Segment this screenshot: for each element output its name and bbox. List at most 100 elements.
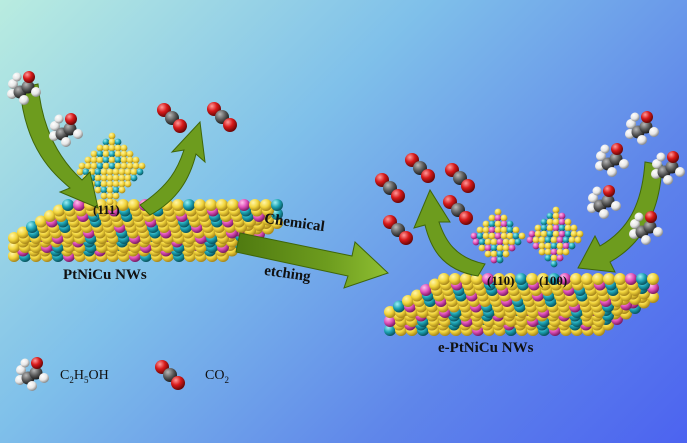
facet-atom	[533, 243, 540, 250]
facet-atom	[95, 181, 102, 188]
facet-atom	[497, 245, 504, 252]
facet-atom	[119, 187, 126, 194]
facet-atom	[139, 163, 146, 170]
metal-atom	[581, 273, 593, 285]
metal-atom	[636, 273, 648, 285]
facet-atom	[565, 219, 572, 226]
facet-atom	[103, 139, 110, 146]
facet-atom	[101, 187, 108, 194]
facet-atom	[479, 239, 486, 246]
facet-atom	[529, 231, 536, 238]
facet-atom	[527, 237, 534, 244]
facet-atom	[551, 243, 558, 250]
facet-atom	[131, 175, 138, 182]
metal-atom	[227, 199, 239, 211]
facet-atom	[489, 233, 496, 240]
facet-atom	[495, 221, 502, 228]
facet-atom	[557, 249, 564, 256]
facet-atom	[559, 225, 566, 232]
facet-label-100: (100)	[539, 273, 567, 289]
facet-atom	[503, 245, 510, 252]
facet-atom	[107, 175, 114, 182]
co2-molecule-icon	[445, 163, 475, 193]
facet-atom	[125, 175, 132, 182]
facet-atom	[91, 163, 98, 170]
facet-atom	[485, 239, 492, 246]
ethanol-molecule-icon	[595, 143, 629, 177]
facet-atom	[535, 231, 542, 238]
facet-atom	[91, 151, 98, 158]
metal-atom	[438, 273, 450, 285]
facet-atom	[575, 237, 582, 244]
catalyst-plates	[8, 133, 659, 336]
facet-atom	[557, 243, 564, 250]
facet-atom	[103, 151, 110, 158]
facet-100-cluster	[527, 207, 584, 268]
facet-atom	[507, 221, 514, 228]
facet-atom	[109, 139, 116, 146]
facet-atom	[563, 243, 570, 250]
right-catalyst-slab	[384, 273, 659, 336]
facet-atom	[497, 251, 504, 258]
metal-atom	[260, 199, 272, 211]
metal-atom	[128, 199, 140, 211]
co2-molecule-icon	[207, 102, 237, 132]
facet-atom	[495, 233, 502, 240]
facet-atom	[107, 169, 114, 176]
metal-atom	[238, 199, 250, 211]
co2-molecule-icon	[405, 153, 435, 183]
facet-atom	[121, 145, 128, 152]
facet-atom	[545, 255, 552, 262]
facet-atom	[97, 145, 104, 152]
legend-ethanol-label: C2H5OH	[60, 368, 109, 385]
facet-atom	[477, 227, 484, 234]
facet-atom	[571, 231, 578, 238]
facet-atom	[121, 151, 128, 158]
facet-atom	[113, 175, 120, 182]
facet-atom	[131, 169, 138, 176]
facet-atom	[125, 169, 132, 176]
facet-atom	[553, 207, 560, 214]
facet-atom	[541, 231, 548, 238]
facet-atom	[489, 227, 496, 234]
facet-atom	[545, 243, 552, 250]
facet-atom	[495, 209, 502, 216]
facet-atom	[553, 231, 560, 238]
metal-atom	[216, 199, 228, 211]
facet-atom	[107, 181, 114, 188]
facet-atom	[101, 175, 108, 182]
ethanol-molecule-icon	[625, 111, 659, 145]
facet-atom	[127, 151, 134, 158]
metal-atom	[515, 273, 527, 285]
facet-atom	[565, 231, 572, 238]
metal-atom	[249, 199, 261, 211]
facet-atom	[485, 245, 492, 252]
facet-atom	[547, 225, 554, 232]
facet-atom	[497, 257, 504, 264]
facet-atom	[137, 169, 144, 176]
facet-atom	[125, 181, 132, 188]
facet-atom	[95, 169, 102, 176]
facet-atom	[97, 157, 104, 164]
facet-atom	[513, 233, 520, 240]
facet-atom	[569, 243, 576, 250]
legend-co2-label: CO2	[205, 368, 229, 385]
facet-atom	[509, 245, 516, 252]
facet-atom	[533, 237, 540, 244]
right-plate-label: e-PtNiCu NWs	[438, 340, 533, 357]
metal-atom	[271, 199, 283, 211]
facet-atom	[95, 187, 102, 194]
facet-atom	[483, 221, 490, 228]
metal-atom	[449, 273, 461, 285]
ethanol-molecule-icon	[15, 357, 49, 391]
facet-atom	[563, 237, 570, 244]
facet-atom	[119, 169, 126, 176]
facet-atom	[121, 157, 128, 164]
facet-atom	[473, 239, 480, 246]
facet-atom	[97, 151, 104, 158]
facet-atom	[113, 187, 120, 194]
facet-atom	[547, 231, 554, 238]
facet-atom	[551, 255, 558, 262]
desorption-arrow-left	[140, 122, 205, 215]
facet-atom	[553, 213, 560, 220]
